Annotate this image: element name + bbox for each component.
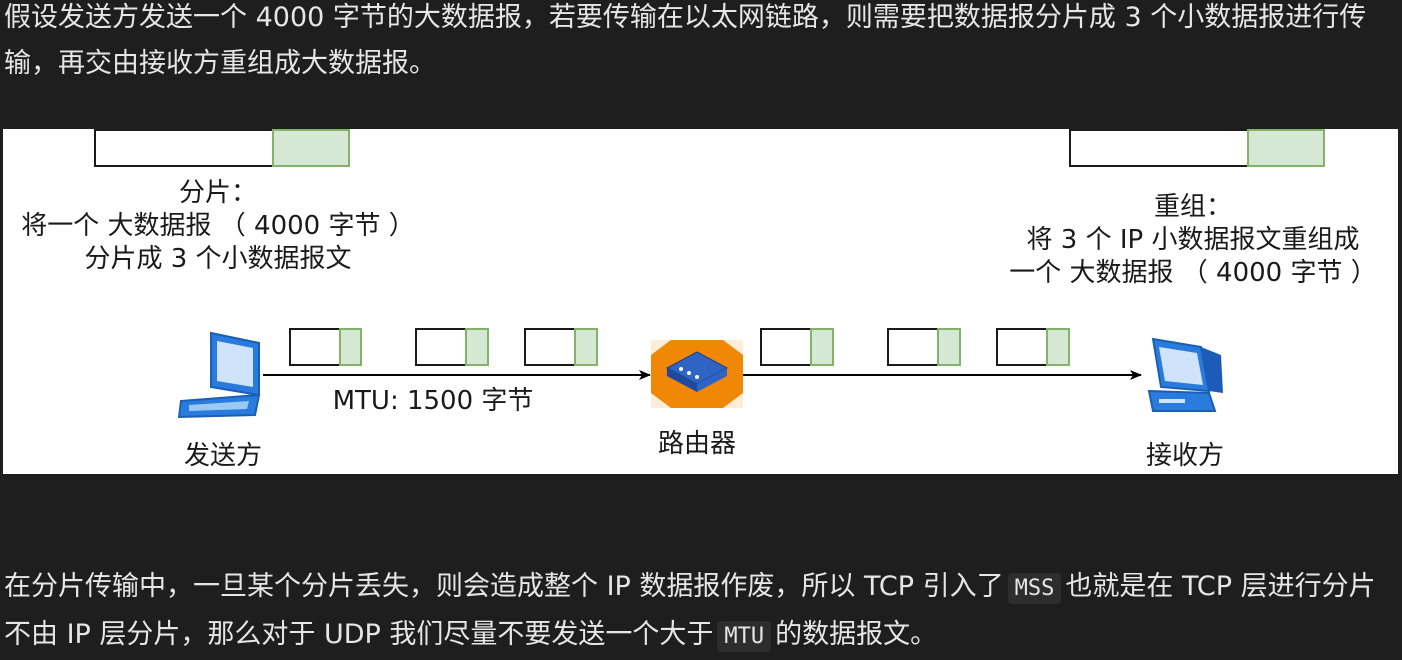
mtu-label: MTU: 1500 字节 xyxy=(332,386,534,416)
fragment-packet xyxy=(415,328,489,366)
sender-label: 发送方 xyxy=(183,441,262,471)
router-label: 路由器 xyxy=(657,429,736,459)
fragment-note: 分片： 将一个 大数据报 （ 4000 字节 ） 分片成 3 个小数据报文 xyxy=(3,177,433,276)
fragment-note-line: 将一个 大数据报 （ 4000 字节 ） xyxy=(21,211,415,241)
conclusion-text: 在分片传输中，一旦某个分片丢失，则会造成整个 IP 数据报作废，所以 TCP 引… xyxy=(4,571,1004,602)
intro-text: 假设发送方发送一个 4000 字节的大数据报，若要传输在以太网链路，则需要把数据… xyxy=(4,2,1367,79)
mss-code: MSS xyxy=(1007,573,1062,604)
conclusion-paragraph: 在分片传输中，一旦某个分片丢失，则会造成整个 IP 数据报作废，所以 TCP 引… xyxy=(4,564,1398,660)
reassemble-note: 重组： 将 3 个 IP 小数据报文重组成 一个 大数据报 （ 4000 字节 … xyxy=(988,191,1398,290)
large-datagram-receiver xyxy=(1069,129,1325,167)
reassemble-note-line: 一个 大数据报 （ 4000 字节 ） xyxy=(1009,258,1377,288)
reassemble-note-title: 重组： xyxy=(1153,192,1232,222)
fragment-note-line: 分片成 3 个小数据报文 xyxy=(84,244,352,274)
intro-paragraph: 假设发送方发送一个 4000 字节的大数据报，若要传输在以太网链路，则需要把数据… xyxy=(4,0,1398,87)
fragmentation-diagram: 分片： 将一个 大数据报 （ 4000 字节 ） 分片成 3 个小数据报文 重组… xyxy=(3,129,1398,474)
mtu-code: MTU xyxy=(717,621,772,652)
diagram-graphics xyxy=(94,129,1325,419)
conclusion-text: 也就是在 TCP 层进行分片不由 IP 层分片，那么对于 UDP 我们尽量不要发… xyxy=(4,571,1376,650)
receiver-label: 接收方 xyxy=(1145,441,1224,471)
fragment-packet xyxy=(996,328,1070,366)
sender-laptop-icon xyxy=(177,331,261,419)
fragment-note-title: 分片： xyxy=(178,178,257,208)
conclusion-text: 的数据报文。 xyxy=(775,619,938,650)
fragment-packet xyxy=(524,328,598,366)
receiver-computer-icon xyxy=(1147,337,1223,412)
router-icon xyxy=(651,340,743,408)
large-datagram-sender xyxy=(94,129,350,167)
fragment-packet xyxy=(887,328,961,366)
reassemble-note-line: 将 3 个 IP 小数据报文重组成 xyxy=(1026,225,1360,255)
fragment-packet xyxy=(760,328,834,366)
fragment-packet xyxy=(289,328,362,366)
